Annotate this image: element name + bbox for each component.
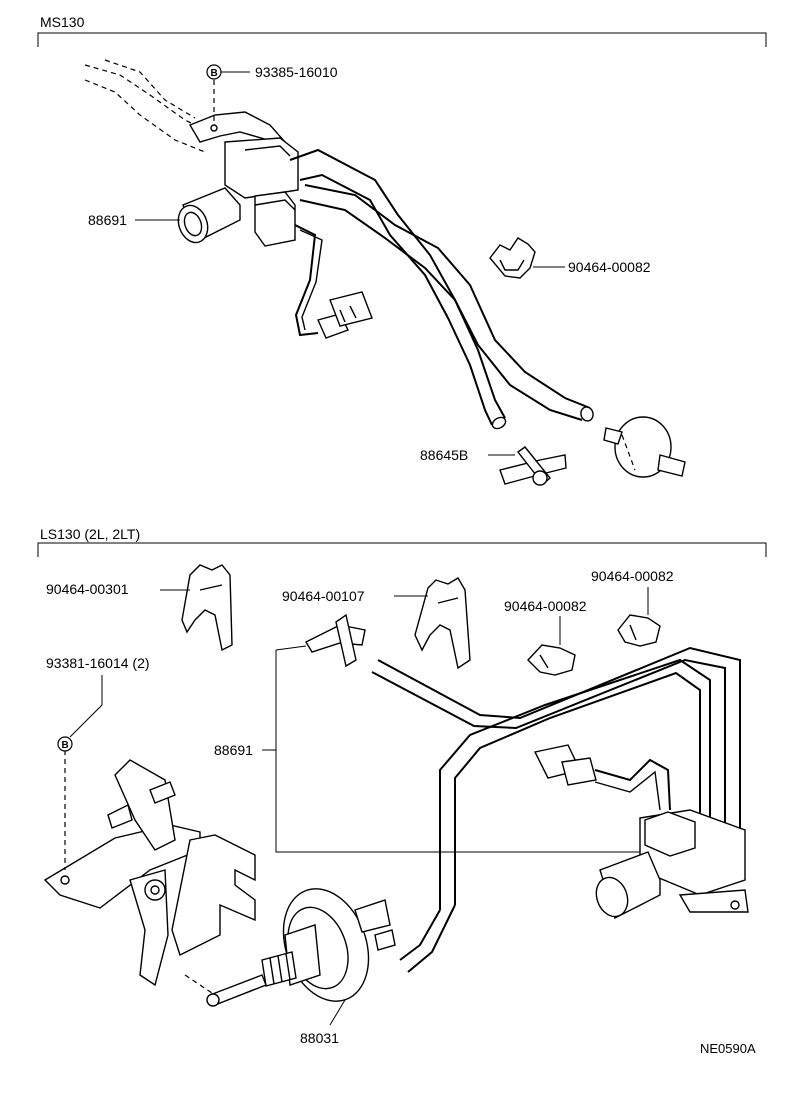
bolt-marker-letter: B (211, 68, 218, 79)
ms130-assembly (84, 59, 686, 486)
top-callouts: B 93385-16010 88691 90464-00082 88645B (88, 64, 651, 463)
label-90464-00082-top: 90464-00082 (568, 259, 651, 275)
bottom-clamp-c (527, 644, 576, 676)
bottom-vsv (533, 744, 749, 920)
bottom-clamp-a (181, 564, 233, 652)
section-ls130-title: LS130 (2L, 2LT) (40, 526, 140, 542)
bolt-marker-letter-2: B (62, 740, 69, 751)
section-ls130-frame: LS130 (2L, 2LT) (37, 526, 767, 557)
label-90464-00082-b: 90464-00082 (504, 598, 587, 614)
label-88691-bottom: 88691 (214, 742, 253, 758)
bottom-clamp-b (414, 577, 471, 670)
top-vsv-solenoid (177, 187, 241, 244)
drawing-code: NE0590A (700, 1041, 756, 1056)
bottom-callouts: 90464-00301 93381-16014 (2) B 90464-0010… (46, 568, 756, 1056)
top-canister (603, 416, 686, 478)
bottom-tee-fitting (305, 613, 366, 668)
label-93385-16010: 93385-16010 (255, 64, 338, 80)
label-88645b: 88645B (420, 447, 468, 463)
label-88031: 88031 (300, 1030, 339, 1046)
label-90464-00107: 90464-00107 (282, 588, 365, 604)
label-93381-16014: 93381-16014 (2) (46, 655, 150, 671)
bottom-clamp-d (617, 614, 661, 647)
section-ms130-title: MS130 (40, 14, 85, 30)
label-90464-00301: 90464-00301 (46, 581, 129, 597)
ls130-assembly (43, 564, 749, 1007)
bolt-marker-icon-2 (57, 736, 73, 752)
label-90464-00082-a: 90464-00082 (591, 568, 674, 584)
label-88691-top: 88691 (88, 212, 127, 228)
top-tee-fitting (499, 446, 567, 486)
bottom-actuator (206, 888, 396, 1007)
bottom-bracket (43, 750, 256, 996)
top-clamp (489, 237, 536, 279)
section-ms130-frame: MS130 (37, 14, 767, 47)
